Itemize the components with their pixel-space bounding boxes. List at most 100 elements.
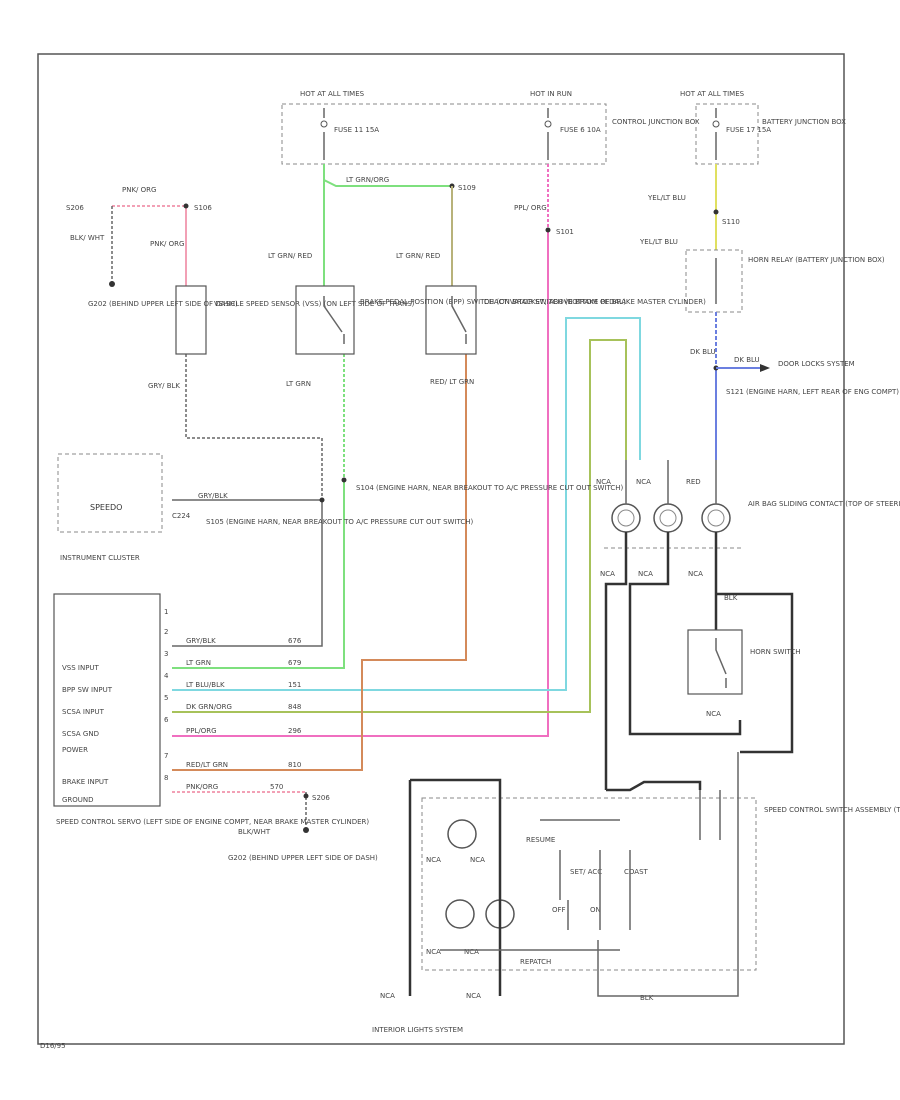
horn-relay-label: HORN RELAY (BATTERY JUNCTION BOX): [748, 256, 885, 264]
pnk-org-label-vss: PNK/ ORG: [150, 240, 184, 248]
speed-control-servo-label: SPEED CONTROL SERVO (LEFT SIDE OF ENGINE…: [56, 818, 369, 826]
wlabel-dk-grn-org: DK GRN/ORG: [186, 703, 232, 711]
yel-blu-label-1: YEL/LT BLU: [647, 194, 686, 202]
speed-control-servo-box: [53, 593, 161, 807]
air-bag-label: AIR BAG SLIDING CONTACT (TOP OF STEERING…: [748, 500, 900, 508]
pin-7: 7: [164, 752, 168, 760]
bpp-label: BRAKE PEDAL POSITION (BPP) SWITCH (ON BR…: [360, 298, 626, 306]
lt-grn-label: LT GRN: [286, 380, 311, 388]
s106-label: S106: [194, 204, 212, 212]
s206-label-bottom: S206: [312, 794, 330, 802]
lt-grn-org-label: LT GRN/ORG: [346, 176, 389, 184]
scsa-input-label: SCSA INPUT: [62, 708, 105, 716]
speed-switch-label: SPEED CONTROL SWITCH ASSEMBLY (TOP OF ST…: [764, 806, 900, 814]
fuse-11-label: FUSE 11 15A: [334, 126, 379, 134]
bpp-sw-input-label: BPP SW INPUT: [62, 686, 113, 694]
nca-label-3: NCA: [600, 570, 615, 578]
code-676: 676: [288, 637, 302, 645]
wlabel-red-lt-grn: RED/LT GRN: [186, 761, 228, 769]
nca-label-11: NCA: [380, 992, 395, 1000]
s101-label: S101: [556, 228, 574, 236]
control-junction-box: HOT AT ALL TIMES FUSE 11 15A HOT IN RUN …: [281, 90, 700, 165]
wire-lt-grn-org-top: [323, 164, 452, 187]
ground-label: GROUND: [62, 796, 94, 804]
nca-label-6: NCA: [706, 710, 721, 718]
wire-black-4: [716, 592, 794, 754]
instrument-cluster-box: [57, 453, 163, 533]
s110-label: S110: [722, 218, 740, 226]
s109-label: S109: [458, 184, 476, 192]
pin-8: 8: [164, 774, 168, 782]
scsa-gnd-label: SCSA GND: [62, 730, 99, 738]
nca-label-7: NCA: [426, 856, 441, 864]
c224-label: C224: [172, 512, 191, 520]
wire-red-lt-grn: [172, 354, 467, 771]
vss-input-label: VSS INPUT: [62, 664, 100, 672]
code-848: 848: [288, 703, 301, 711]
s104-label: S104 (ENGINE HARN, NEAR BREAKOUT TO A/C …: [356, 484, 624, 492]
wire-lt-grn: [172, 480, 345, 669]
nca-label-2: NCA: [636, 478, 651, 486]
s121-label: S121 (ENGINE HARN, LEFT REAR OF ENG COMP…: [726, 388, 899, 396]
code-296: 296: [288, 727, 302, 735]
fuse-17-label: FUSE 17 15A: [726, 126, 771, 134]
resume-label: RESUME: [526, 836, 555, 844]
wire-black-1: [604, 532, 628, 790]
wlabel-lt-blu-blk: LT BLU/BLK: [186, 681, 225, 689]
set-acc-label: SET/ ACC: [570, 868, 602, 876]
g202-label: G202 (BEHIND UPPER LEFT SIDE OF DASH): [88, 300, 238, 308]
brake-input-label: BRAKE INPUT: [62, 778, 109, 786]
wire-black-lamp: [410, 778, 502, 996]
g202-label-bottom: G202 (BEHIND UPPER LEFT SIDE OF DASH): [228, 854, 378, 862]
nca-label-1: NCA: [596, 478, 611, 486]
fuse-6-label: FUSE 6 10A: [560, 126, 601, 134]
power-label: POWER: [62, 746, 88, 754]
blk-wht-label-bottom: BLK/WHT: [238, 828, 271, 836]
code-151: 151: [288, 681, 301, 689]
nca-label-12: NCA: [466, 992, 481, 1000]
wire-black-2: [628, 532, 742, 736]
blk-label-2: BLK: [640, 994, 654, 1002]
pnk-org-label-top: PNK/ ORG: [122, 186, 156, 194]
horn-relay-box: [685, 249, 743, 313]
door-locks-label: DOOR LOCKS SYSTEM: [778, 360, 855, 368]
on-label: ON: [590, 906, 601, 914]
s105-label: S105 (ENGINE HARN, NEAR BREAKOUT TO A/C …: [206, 518, 474, 526]
wire-dk-grn-org: [172, 339, 627, 713]
bpp-switch-box: [295, 285, 355, 355]
vss-box: [175, 285, 207, 355]
pin-1: 1: [164, 608, 168, 616]
pin-6: 6: [164, 716, 169, 724]
repatch-label: REPATCH: [520, 958, 551, 966]
blk-wht-label: BLK/ WHT: [70, 234, 105, 242]
wlabel-gry-blk: GRY/BLK: [186, 637, 216, 645]
pin-4: 4: [164, 672, 169, 680]
pin-3: 3: [164, 650, 168, 658]
code-810: 810: [288, 761, 301, 769]
coast-label: COAST: [624, 868, 649, 876]
lt-grn-red-label-2: LT GRN/ RED: [396, 252, 440, 260]
nca-label-4: NCA: [638, 570, 653, 578]
gry-blk-label: GRY/ BLK: [148, 382, 180, 390]
speedo-label: SPEEDO: [90, 503, 122, 512]
nca-label-9: NCA: [426, 948, 441, 956]
battery-junction-box-top: HOT AT ALL TIMES FUSE 17 15A BATTERY JUN…: [680, 90, 846, 165]
horn-switch-label: HORN SWITCH: [750, 648, 801, 656]
wlabel-lt-grn: LT GRN: [186, 659, 211, 667]
wire-lt-blu-blk: [172, 317, 641, 691]
instrument-cluster-label: INSTRUMENT CLUSTER: [60, 554, 140, 562]
code-679: 679: [288, 659, 301, 667]
horn-switch-box: [687, 629, 743, 695]
speed-control-switch-box: [421, 797, 757, 971]
diagram-frame: [37, 53, 845, 1045]
wlabel-pnk-org: PNK/ORG: [186, 783, 218, 791]
deactivator-label: DEACTIVATOR SWITCH (BOTTOM OF BRAKE MAST…: [484, 298, 706, 306]
dk-blu-label-1: DK BLU: [690, 348, 716, 356]
bjb-label: BATTERY JUNCTION BOX: [762, 118, 846, 126]
wire-gry-blk: [172, 499, 323, 647]
vss-label: VEHICLE SPEED SENSOR (VSS) (ON LEFT SIDE…: [214, 300, 415, 308]
hot-at-all-times-label-2: HOT AT ALL TIMES: [680, 90, 745, 98]
yel-blu-label-2: YEL/LT BLU: [639, 238, 678, 246]
dk-blu-label-2: DK BLU: [734, 356, 760, 364]
